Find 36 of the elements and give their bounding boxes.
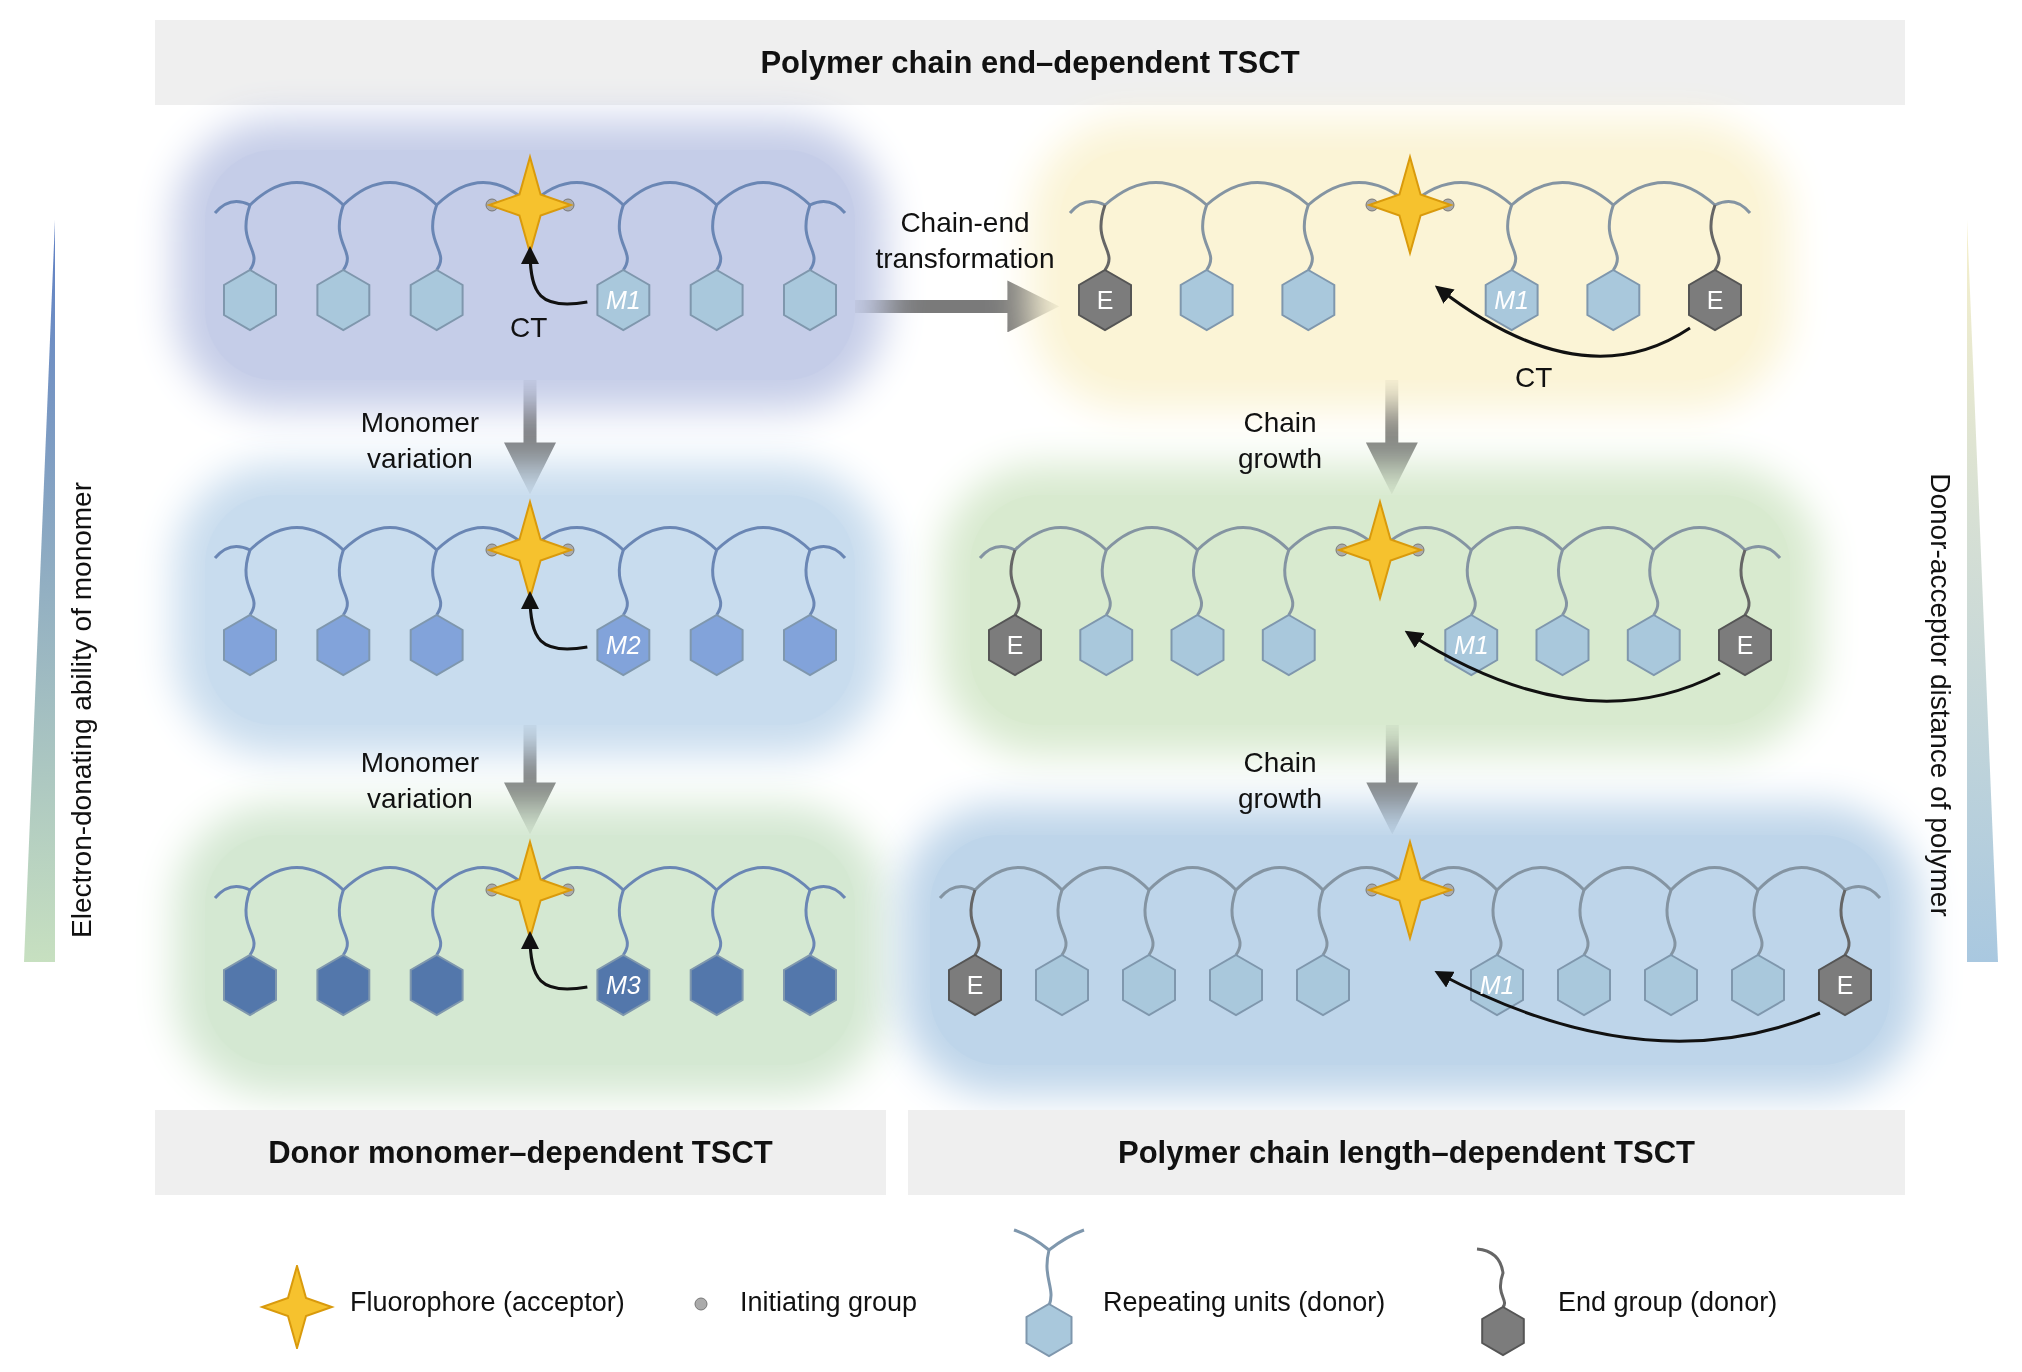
legend-label: Initiating group bbox=[740, 1287, 918, 1318]
monomer-label: M3 bbox=[605, 970, 641, 1000]
legend-label: End group (donor) bbox=[1558, 1287, 1778, 1318]
arrow bbox=[504, 725, 556, 835]
arrow bbox=[1366, 725, 1419, 835]
ct-label: CT bbox=[510, 311, 548, 345]
edge-label: Chain growth bbox=[1236, 406, 1323, 477]
monomer-label: M1 bbox=[605, 285, 641, 315]
edge-label: Chain growth bbox=[1236, 746, 1323, 817]
legend-label: Repeating units (donor) bbox=[1103, 1287, 1386, 1318]
arrow bbox=[1365, 380, 1418, 495]
band-title: Donor monomer–dependent TSCT bbox=[268, 1134, 773, 1171]
edge-label: Chain-end transformation bbox=[874, 206, 1056, 277]
monomer-label: M1 bbox=[1479, 970, 1515, 1000]
end-group-label: E bbox=[1096, 285, 1114, 315]
end-group-label: E bbox=[1836, 970, 1854, 1000]
end-group-label: E bbox=[966, 970, 984, 1000]
header-band bbox=[155, 20, 1905, 105]
end-group-label: E bbox=[1006, 630, 1024, 660]
arrow bbox=[504, 380, 556, 495]
axis-label: Donor-acceptor distance of polymer bbox=[1924, 473, 1958, 917]
monomer-label: M2 bbox=[605, 630, 641, 660]
legend-label: Fluorophore (acceptor) bbox=[350, 1287, 625, 1318]
axis-label: Electron-donating ability of monomer bbox=[64, 482, 98, 938]
polymer-panel bbox=[205, 150, 855, 380]
band-title: Polymer chain end–dependent TSCT bbox=[760, 44, 1300, 81]
ct-label: CT bbox=[1515, 361, 1553, 395]
band-title: Polymer chain length–dependent TSCT bbox=[1118, 1134, 1695, 1171]
polymer-panel bbox=[930, 835, 1890, 1065]
monomer-label: M1 bbox=[1494, 285, 1529, 315]
edge-label: Monomer variation bbox=[359, 406, 481, 477]
end-group-label: E bbox=[1706, 285, 1724, 315]
arrow bbox=[855, 280, 1060, 333]
monomer-label: M1 bbox=[1453, 630, 1489, 660]
edge-label: Monomer variation bbox=[359, 746, 481, 817]
end-group-label: E bbox=[1736, 630, 1754, 660]
